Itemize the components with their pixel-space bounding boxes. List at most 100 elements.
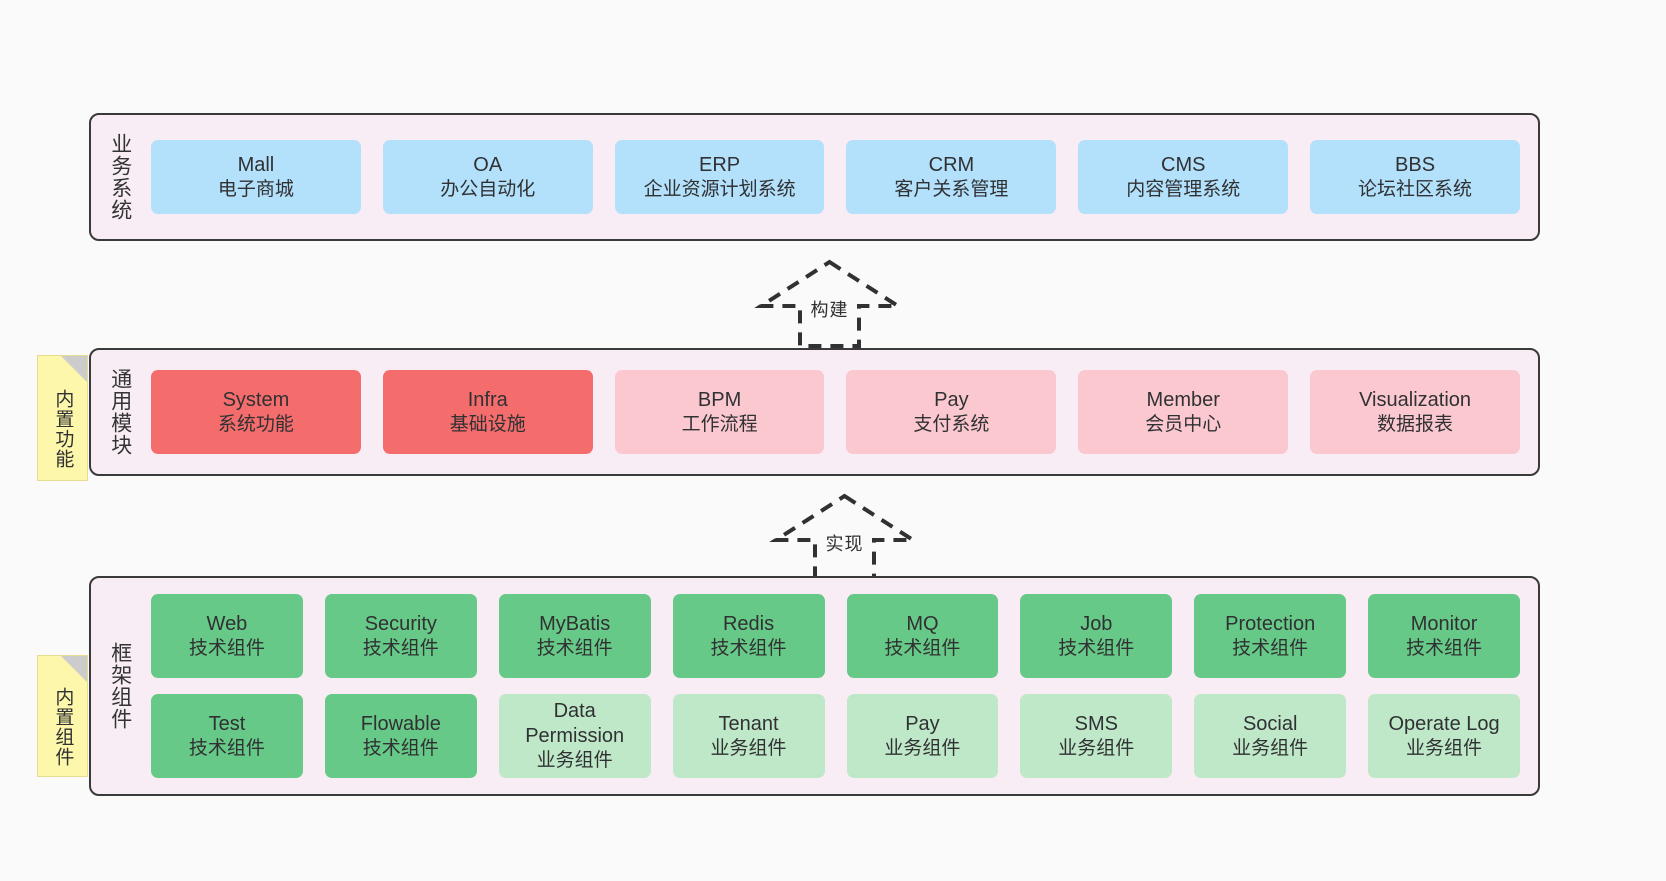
card-title: CRM: [928, 153, 975, 176]
card-title: Job: [1080, 612, 1113, 635]
card-cms[interactable]: CMS 内容管理系统: [1078, 140, 1289, 214]
card-sms[interactable]: SMS 业务组件: [1020, 694, 1173, 778]
layer-business-systems: 业务系统 Mall 电子商城 OA 办公自动化 ERP 企业资源计划系统 CRM…: [89, 113, 1540, 241]
card-subtitle: 数据报表: [1377, 413, 1454, 435]
card-title: Protection: [1225, 612, 1316, 635]
card-title: Test: [208, 712, 246, 735]
card-subtitle: 业务组件: [884, 737, 961, 759]
card-title: CMS: [1161, 153, 1206, 176]
card-subtitle: 技术组件: [188, 637, 265, 659]
card-operate-log[interactable]: Operate Log 业务组件: [1368, 694, 1520, 778]
card-subtitle: 基础设施: [449, 413, 526, 435]
card-subtitle: 技术组件: [1232, 637, 1309, 659]
card-pay-component[interactable]: Pay 业务组件: [846, 694, 999, 778]
sticky-note-label: 内置组件: [52, 687, 74, 767]
folded-corner-icon: [61, 356, 87, 382]
card-row: Test 技术组件 Flowable 技术组件 Data Permission …: [151, 694, 1520, 778]
card-subtitle: 客户关系管理: [894, 178, 1009, 200]
card-title: MyBatis: [539, 612, 611, 635]
card-title: Mall: [237, 153, 275, 176]
folded-corner-icon: [61, 656, 87, 682]
card-visualization[interactable]: Visualization 数据报表: [1310, 370, 1520, 454]
card-subtitle: 工作流程: [681, 413, 758, 435]
layer-body-common-modules: System 系统功能 Infra 基础设施 BPM 工作流程 Pay 支付系统…: [143, 350, 1538, 474]
card-title: Social: [1242, 712, 1298, 735]
arrow-implement: 实现: [769, 492, 920, 582]
card-title: Data Permission: [525, 700, 625, 748]
card-protection[interactable]: Protection 技术组件: [1194, 594, 1347, 678]
card-subtitle: 企业资源计划系统: [643, 178, 796, 200]
card-social[interactable]: Social 业务组件: [1194, 694, 1347, 778]
card-security[interactable]: Security 技术组件: [324, 594, 477, 678]
arrow-build: 构建: [754, 258, 905, 348]
layer-framework-components: 框架组件 Web 技术组件 Security 技术组件 MyBatis 技术组件…: [89, 576, 1540, 796]
card-title: Pay: [934, 388, 969, 411]
card-subtitle: 系统功能: [217, 413, 294, 435]
layer-title-business-systems: 业务系统: [108, 133, 132, 221]
card-job[interactable]: Job 技术组件: [1020, 594, 1173, 678]
card-crm[interactable]: CRM 客户关系管理: [846, 140, 1057, 214]
card-pay-module[interactable]: Pay 支付系统: [846, 370, 1057, 454]
card-tenant[interactable]: Tenant 业务组件: [672, 694, 825, 778]
card-row: Web 技术组件 Security 技术组件 MyBatis 技术组件 Redi…: [151, 594, 1520, 678]
card-redis[interactable]: Redis 技术组件: [672, 594, 825, 678]
card-row: Mall 电子商城 OA 办公自动化 ERP 企业资源计划系统 CRM 客户关系…: [151, 140, 1520, 214]
card-title: Redis: [722, 612, 775, 635]
card-subtitle: 技术组件: [362, 737, 439, 759]
card-subtitle: 业务组件: [536, 750, 613, 772]
card-title: BBS: [1395, 153, 1436, 176]
sticky-note-builtin-function[interactable]: 内置功能: [37, 355, 88, 481]
arrow-implement-label: 实现: [825, 534, 864, 554]
card-subtitle: 技术组件: [884, 637, 961, 659]
card-title: MQ: [906, 612, 939, 635]
card-subtitle: 电子商城: [217, 178, 294, 200]
arrow-build-label: 构建: [810, 300, 849, 320]
card-title: Visualization: [1359, 388, 1472, 411]
card-subtitle: 业务组件: [710, 737, 787, 759]
card-oa[interactable]: OA 办公自动化: [382, 140, 593, 214]
card-row: System 系统功能 Infra 基础设施 BPM 工作流程 Pay 支付系统…: [151, 370, 1520, 454]
card-subtitle: 技术组件: [710, 637, 787, 659]
card-subtitle: 技术组件: [1406, 637, 1483, 659]
card-title: Pay: [905, 712, 940, 735]
card-bbs[interactable]: BBS 论坛社区系统: [1310, 140, 1520, 214]
card-bpm[interactable]: BPM 工作流程: [614, 370, 825, 454]
card-data-permission[interactable]: Data Permission 业务组件: [498, 694, 651, 778]
card-subtitle: 内容管理系统: [1126, 178, 1241, 200]
layer-body-framework-components: Web 技术组件 Security 技术组件 MyBatis 技术组件 Redi…: [143, 578, 1538, 794]
card-title: ERP: [699, 153, 741, 176]
card-subtitle: 技术组件: [362, 637, 439, 659]
card-title: Member: [1146, 388, 1220, 411]
card-subtitle: 业务组件: [1406, 737, 1483, 759]
card-infra[interactable]: Infra 基础设施: [382, 370, 593, 454]
card-subtitle: 会员中心: [1145, 413, 1222, 435]
card-subtitle: 技术组件: [188, 737, 265, 759]
card-system[interactable]: System 系统功能: [151, 370, 361, 454]
card-subtitle: 论坛社区系统: [1358, 178, 1473, 200]
card-mq[interactable]: MQ 技术组件: [846, 594, 999, 678]
card-mall[interactable]: Mall 电子商城: [151, 140, 361, 214]
card-title: Flowable: [360, 712, 441, 735]
sticky-note-label: 内置功能: [52, 389, 74, 469]
sticky-note-builtin-component[interactable]: 内置组件: [37, 655, 88, 777]
card-subtitle: 技术组件: [536, 637, 613, 659]
card-test[interactable]: Test 技术组件: [151, 694, 303, 778]
card-monitor[interactable]: Monitor 技术组件: [1368, 594, 1520, 678]
card-subtitle: 业务组件: [1232, 737, 1309, 759]
card-member[interactable]: Member 会员中心: [1078, 370, 1289, 454]
card-mybatis[interactable]: MyBatis 技术组件: [498, 594, 651, 678]
card-title: OA: [473, 153, 503, 176]
card-title: Tenant: [718, 712, 779, 735]
card-title: Infra: [467, 388, 508, 411]
layer-body-business-systems: Mall 电子商城 OA 办公自动化 ERP 企业资源计划系统 CRM 客户关系…: [143, 115, 1538, 239]
card-subtitle: 技术组件: [1058, 637, 1135, 659]
card-title: Security: [364, 612, 437, 635]
card-title: System: [222, 388, 290, 411]
card-web[interactable]: Web 技术组件: [151, 594, 303, 678]
layer-common-modules: 通用模块 System 系统功能 Infra 基础设施 BPM 工作流程 Pay…: [89, 348, 1540, 476]
card-title: Web: [206, 612, 248, 635]
layer-title-framework-components: 框架组件: [108, 642, 132, 730]
card-erp[interactable]: ERP 企业资源计划系统: [614, 140, 825, 214]
card-flowable[interactable]: Flowable 技术组件: [324, 694, 477, 778]
